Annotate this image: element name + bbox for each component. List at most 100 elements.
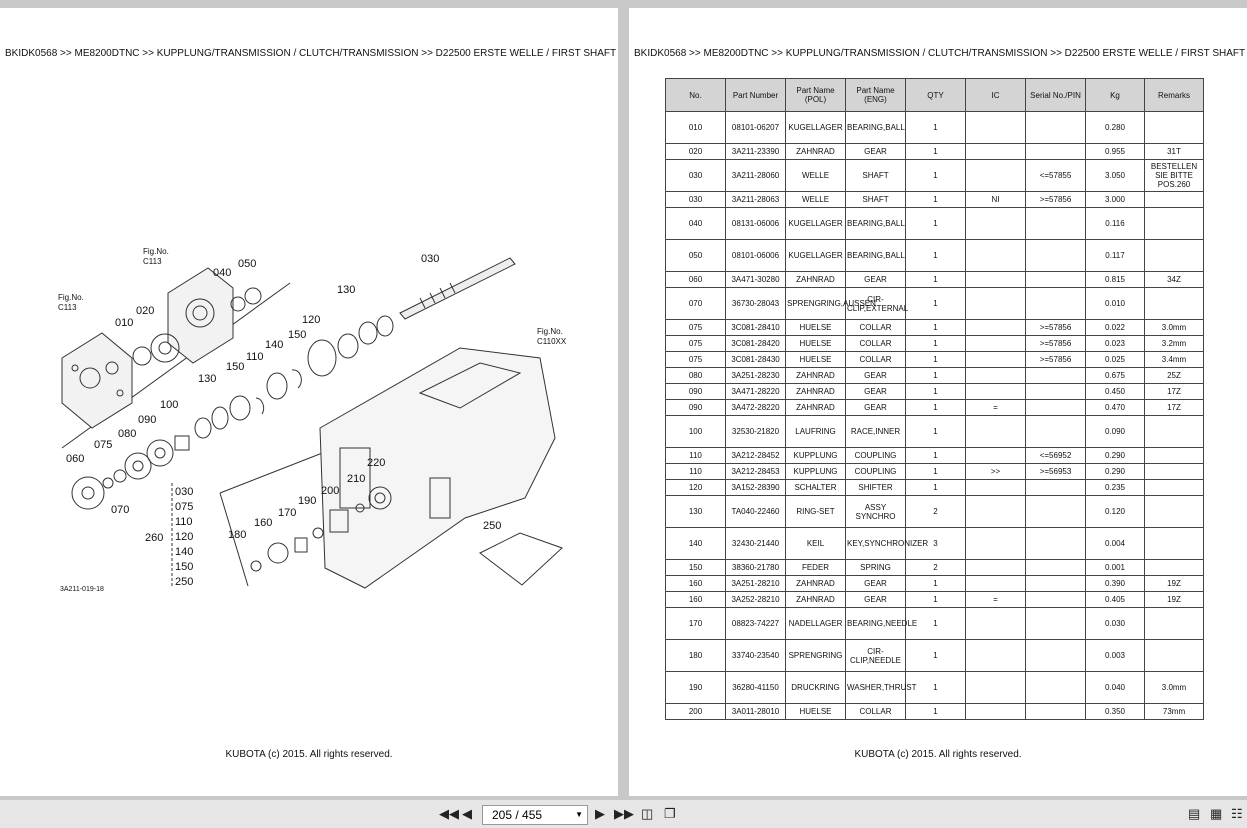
callout-070: 070 bbox=[111, 504, 129, 516]
cell-part-name-pol: KUGELLAGER bbox=[785, 239, 846, 272]
cell-part-name-eng: COUPLING bbox=[845, 447, 906, 464]
cell-qty: 1 bbox=[905, 399, 966, 416]
cell-part-name-pol: ZAHNRAD bbox=[785, 399, 846, 416]
cell-part-number: 3A211-23390 bbox=[725, 143, 786, 160]
cell-kg: 0.470 bbox=[1085, 399, 1145, 416]
cell-serial: >=57856 bbox=[1025, 319, 1086, 336]
exploded-parts-diagram: Fig.No. C113 Fig.No. C113 Fig.No. C110XX… bbox=[0, 228, 618, 608]
cell-ic bbox=[965, 495, 1026, 528]
cell-qty: 1 bbox=[905, 239, 966, 272]
first-page-icon[interactable]: ◀◀ bbox=[439, 806, 459, 821]
next-page-icon[interactable]: ▶ bbox=[595, 806, 605, 821]
cell-part-name-pol: WELLE bbox=[785, 159, 846, 192]
cell-kg: 0.235 bbox=[1085, 479, 1145, 496]
cell-ic: = bbox=[965, 399, 1026, 416]
cell-kg: 0.023 bbox=[1085, 335, 1145, 352]
cell-serial bbox=[1025, 207, 1086, 240]
callout-050: 050 bbox=[238, 258, 256, 270]
cell-ic bbox=[965, 559, 1026, 576]
header-no: No. bbox=[665, 78, 726, 112]
cell-part-name-pol: HUELSE bbox=[785, 319, 846, 336]
callout-040: 040 bbox=[213, 267, 231, 279]
breadcrumb: BKIDK0568 >> ME8200DTNC >> KUPPLUNG/TRAN… bbox=[5, 48, 617, 59]
svg-text:150: 150 bbox=[175, 561, 193, 573]
cell-part-name-pol: LAUFRING bbox=[785, 415, 846, 448]
cell-part-name-eng: COLLAR bbox=[845, 351, 906, 368]
cell-part-name-pol: NADELLAGER bbox=[785, 607, 846, 640]
cell-qty: 1 bbox=[905, 287, 966, 320]
cell-ic bbox=[965, 575, 1026, 592]
cell-serial: <=57855 bbox=[1025, 159, 1086, 192]
single-page-view-icon[interactable]: ▤ bbox=[1188, 806, 1201, 821]
parts-table: No. Part Number Part Name (POL) Part Nam… bbox=[665, 78, 1204, 720]
cell-ic bbox=[965, 639, 1026, 672]
cell-remarks bbox=[1144, 239, 1204, 272]
housing-c113-left bbox=[61, 332, 133, 429]
callout-200: 200 bbox=[321, 485, 339, 497]
cell-serial bbox=[1025, 367, 1086, 384]
cell-part-name-eng: GEAR bbox=[845, 383, 906, 400]
cell-part-name-pol: HUELSE bbox=[785, 351, 846, 368]
page-selector[interactable]: 205 / 455 ▼ bbox=[482, 805, 588, 825]
cell-no: 030 bbox=[665, 159, 726, 192]
cell-part-name-pol: ZAHNRAD bbox=[785, 383, 846, 400]
fig-c110-label: Fig.No. bbox=[537, 327, 563, 336]
cell-remarks bbox=[1144, 479, 1204, 496]
cell-serial bbox=[1025, 607, 1086, 640]
cell-no: 150 bbox=[665, 559, 726, 576]
cell-ic bbox=[965, 239, 1026, 272]
cell-serial bbox=[1025, 239, 1086, 272]
header-part-name-pol: Part Name (POL) bbox=[785, 78, 846, 112]
cell-part-number: 3A011-28010 bbox=[725, 703, 786, 720]
header-part-name-eng: Part Name (ENG) bbox=[845, 78, 906, 112]
cell-serial bbox=[1025, 415, 1086, 448]
cell-part-number: 36730-28043 bbox=[725, 287, 786, 320]
cell-no: 180 bbox=[665, 639, 726, 672]
svg-text:C110XX: C110XX bbox=[537, 337, 567, 346]
two-page-icon[interactable]: ❐ bbox=[664, 806, 676, 821]
cell-remarks bbox=[1144, 639, 1204, 672]
cell-serial bbox=[1025, 671, 1086, 704]
cell-part-name-eng: GEAR bbox=[845, 271, 906, 288]
thumbnails-view-icon[interactable]: ☷ bbox=[1231, 806, 1243, 821]
previous-page-icon[interactable]: ◀ bbox=[462, 806, 472, 821]
cell-qty: 1 bbox=[905, 447, 966, 464]
race-100 bbox=[174, 435, 190, 451]
cell-part-name-pol: SPRENGRING,AUSSEN bbox=[785, 287, 876, 320]
cell-remarks bbox=[1144, 559, 1204, 576]
cell-part-number: 08823-74227 bbox=[725, 607, 786, 640]
last-page-icon[interactable]: ▶▶ bbox=[614, 806, 634, 821]
cell-part-name-pol: ZAHNRAD bbox=[785, 575, 846, 592]
cell-part-name-eng: CIR-CLIP,EXTERNAL bbox=[845, 287, 908, 320]
double-page-view-icon[interactable]: ▦ bbox=[1210, 806, 1223, 821]
cell-remarks: 3.2mm bbox=[1144, 335, 1204, 352]
cell-no: 160 bbox=[665, 575, 726, 592]
callout-150-b: 150 bbox=[226, 361, 244, 373]
cell-part-name-pol: RING-SET bbox=[785, 495, 846, 528]
cell-part-name-eng: GEAR bbox=[845, 399, 906, 416]
header-qty: QTY bbox=[905, 78, 966, 112]
cell-ic bbox=[965, 319, 1026, 336]
cell-remarks: 17Z bbox=[1144, 383, 1204, 400]
cell-part-name-eng: COLLAR bbox=[845, 319, 906, 336]
cell-qty: 1 bbox=[905, 335, 966, 352]
fit-page-icon[interactable]: ◫ bbox=[641, 806, 654, 821]
cell-qty: 1 bbox=[905, 703, 966, 720]
cell-qty: 1 bbox=[905, 191, 966, 208]
callout-030: 030 bbox=[421, 253, 439, 265]
cell-no: 050 bbox=[665, 239, 726, 272]
spring-150-b bbox=[255, 397, 265, 415]
cell-part-number: 08131-06006 bbox=[725, 207, 786, 240]
cell-qty: 1 bbox=[905, 591, 966, 608]
callout-250: 250 bbox=[483, 520, 501, 532]
cell-no: 090 bbox=[665, 383, 726, 400]
cell-part-number: 3A211-28060 bbox=[725, 159, 786, 192]
cell-kg: 0.010 bbox=[1085, 287, 1145, 320]
